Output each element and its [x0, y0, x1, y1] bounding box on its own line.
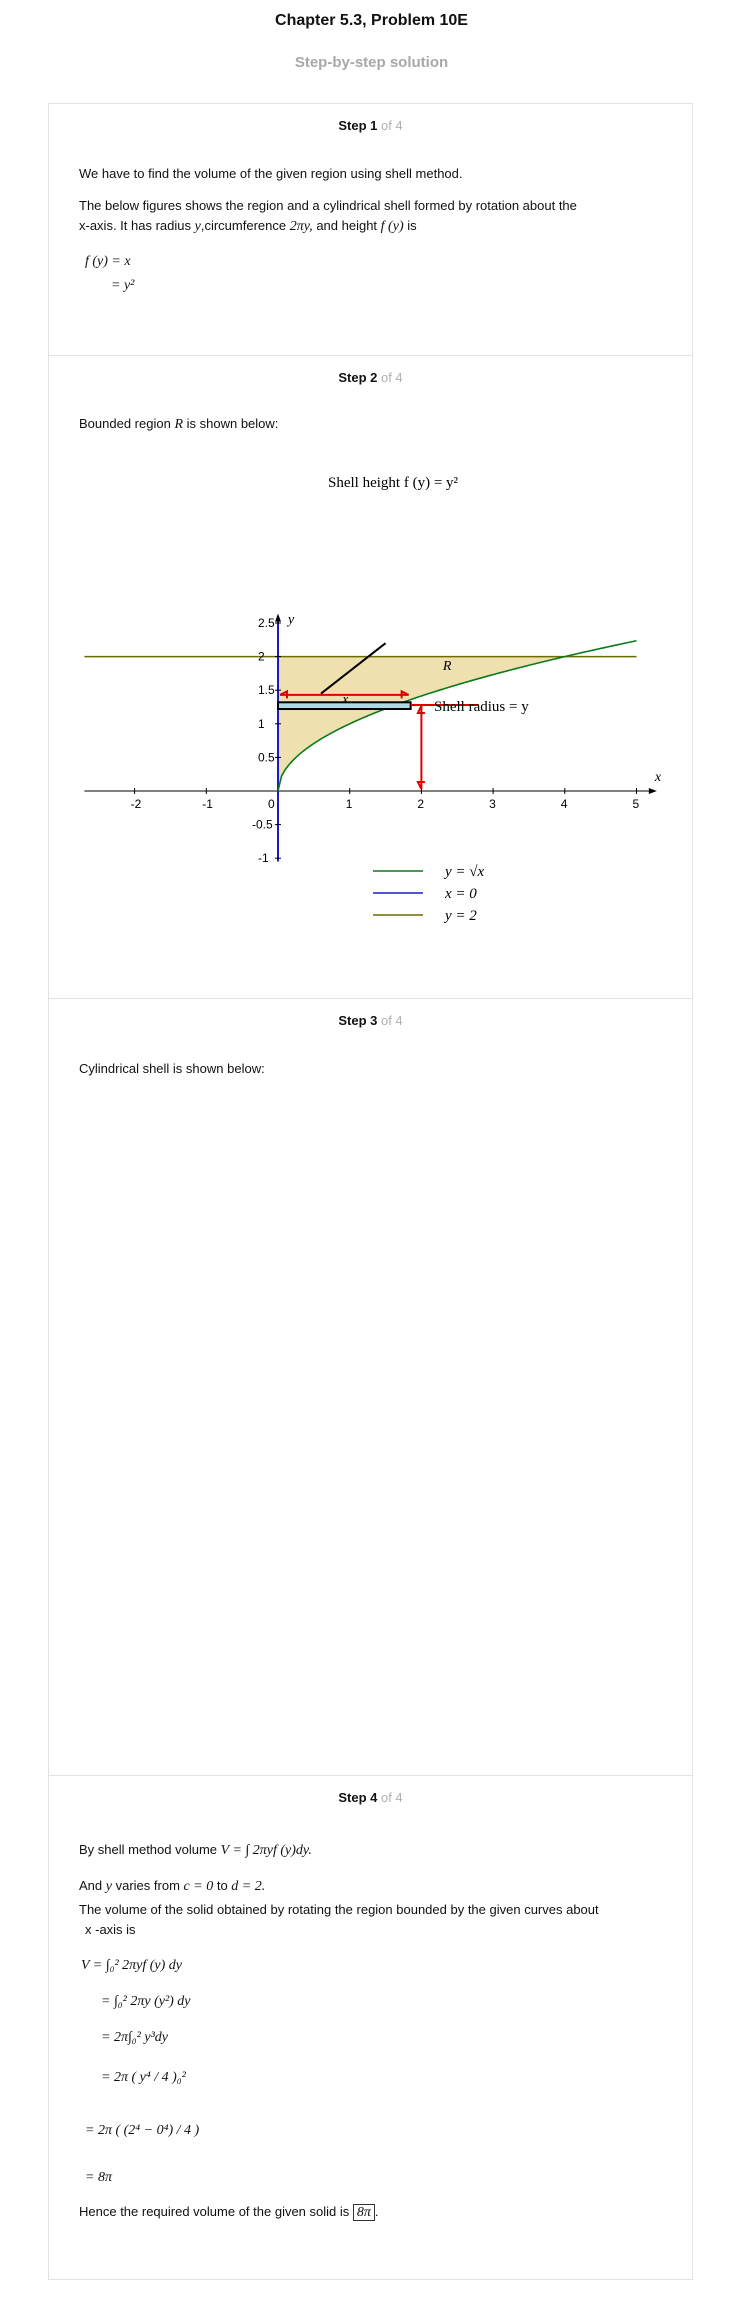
page-title: Chapter 5.3, Problem 10E — [275, 12, 468, 29]
step-4-card: Step 4 of 4 By shell method volume V = ∫… — [48, 1775, 693, 2280]
step-3-label: Step 3 of 4 — [338, 1013, 403, 1028]
step-1-text-3: x-axis. It has radius y,circumference 2π… — [79, 218, 417, 234]
step-1-label: Step 1 of 4 — [338, 118, 403, 133]
step-4-label: Step 4 of 4 — [338, 1790, 403, 1805]
step-4-eq-6: = 8π — [85, 2170, 112, 2185]
step-4-conclusion: Hence the required volume of the given s… — [79, 2204, 379, 2221]
step-3-text: Cylindrical shell is shown below: — [79, 1061, 265, 1076]
step-4-vary: And y varies from c = 0 to d = 2. — [79, 1878, 266, 1894]
step-4-para-2: x -axis is — [85, 1922, 136, 1937]
step-4-eq-3: = 2π∫₀² y³dy — [101, 2030, 168, 2045]
step-4-eq-4: = 2π ( y⁴ / 4 )₀² — [101, 2070, 186, 2085]
step-1-text-1: We have to find the volume of the given … — [79, 166, 463, 181]
step-2-label: Step 2 of 4 — [338, 370, 403, 385]
step-3-card: Step 3 of 4 Cylindrical shell is shown b… — [48, 998, 693, 1775]
step-4-eq-1: V = ∫₀² 2πyf (y) dy — [81, 1958, 183, 1973]
page-subtitle: Step-by-step solution — [294, 54, 449, 71]
step-2-card: Step 2 of 4 Bounded region R is shown be… — [48, 355, 693, 998]
answer-box: 8π — [352, 2204, 375, 2221]
step-1-eq-2: = y² — [111, 278, 135, 293]
step-2-text: Bounded region R is shown below: — [79, 416, 279, 432]
step-1-eq-1: f (y) = x — [85, 254, 131, 269]
step-4-para-1: The volume of the solid obtained by rota… — [79, 1902, 599, 1917]
step-4-eq-2: = ∫₀² 2πy (y²) dy — [101, 1994, 191, 2009]
step-1-card: Step 1 of 4 We have to find the volume o… — [48, 103, 693, 355]
step-4-intro: By shell method volume V = ∫ 2πyf (y)dy. — [79, 1842, 312, 1858]
step-4-eq-5: = 2π ( (2⁴ − 0⁴) / 4 ) — [85, 2123, 200, 2138]
step-1-text-2: The below figures shows the region and a… — [79, 198, 577, 213]
